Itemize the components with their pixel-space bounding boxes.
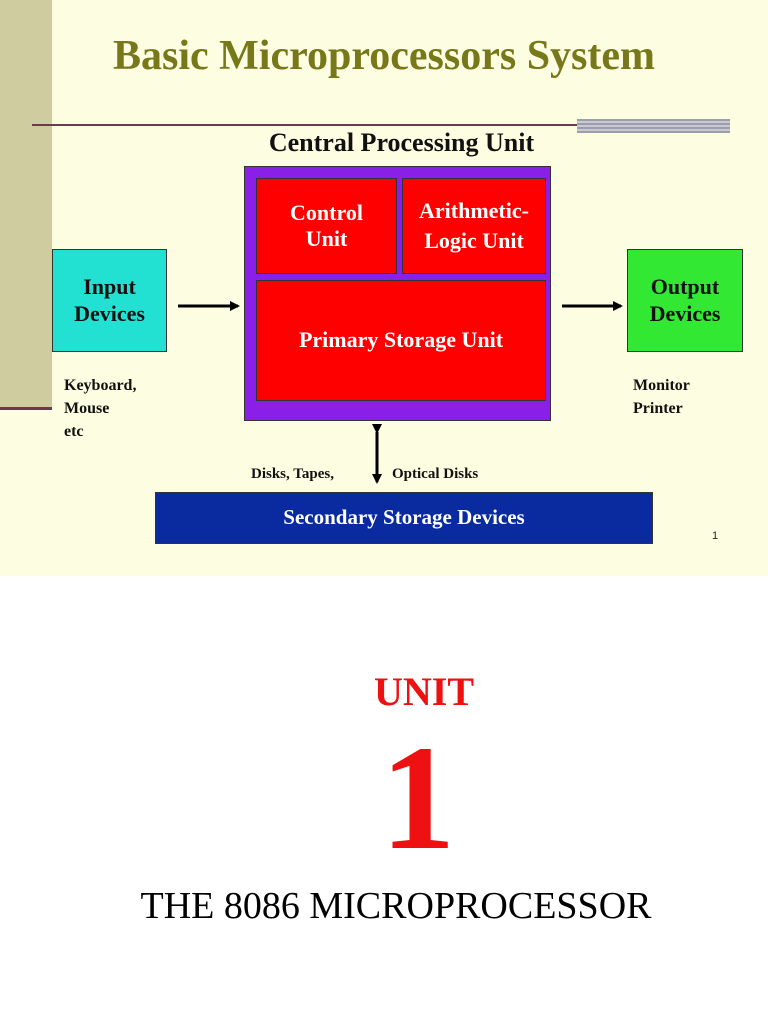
control-unit-label: Control Unit <box>290 199 363 251</box>
slide: Basic Microprocessors System Central Pro… <box>0 0 768 576</box>
storage-media-left: Disks, Tapes, <box>251 466 334 482</box>
output-example-monitor: Monitor <box>633 377 690 394</box>
input-examples: Keyboard, Mouse etc <box>64 374 136 444</box>
output-devices-block: Output Devices <box>627 249 743 352</box>
output-devices-label: Output Devices <box>649 274 721 326</box>
primary-storage-label: Primary Storage Unit <box>298 327 504 353</box>
output-example-printer: Printer <box>633 400 683 418</box>
alu-block: Arithmetic-Logic Unit <box>402 178 546 274</box>
slide-left-bar-line <box>0 407 52 410</box>
slide-number: 1 <box>712 530 719 542</box>
secondary-storage-block: Secondary Storage Devices <box>155 492 653 544</box>
secondary-storage-label: Secondary Storage Devices <box>283 505 525 530</box>
output-examples: Monitor Printer <box>633 374 690 420</box>
page-subtitle: THE 8086 MICROPROCESSOR <box>140 885 652 927</box>
primary-storage-block: Primary Storage Unit <box>256 280 546 401</box>
unit-number: 1 <box>380 715 456 881</box>
title-rule-accent <box>577 119 730 133</box>
input-example-mouse: Mouse <box>64 400 110 418</box>
input-example-keyboard: Keyboard, <box>64 377 137 394</box>
diagram-arrows <box>178 301 623 484</box>
input-devices-label: Input Devices <box>74 274 145 326</box>
alu-label: Arithmetic-Logic Unit <box>419 198 529 253</box>
cpu-label: Central Processing Unit <box>268 128 535 157</box>
slide-left-bar <box>0 0 52 410</box>
control-unit-block: Control Unit <box>256 178 397 274</box>
storage-media-right: Optical Disks <box>392 466 479 482</box>
input-devices-block: Input Devices <box>52 249 167 352</box>
unit-heading: UNIT <box>373 669 475 714</box>
title-rule <box>32 124 730 126</box>
input-example-etc: etc <box>64 423 84 441</box>
slide-title: Basic Microprocessors System <box>112 33 656 79</box>
